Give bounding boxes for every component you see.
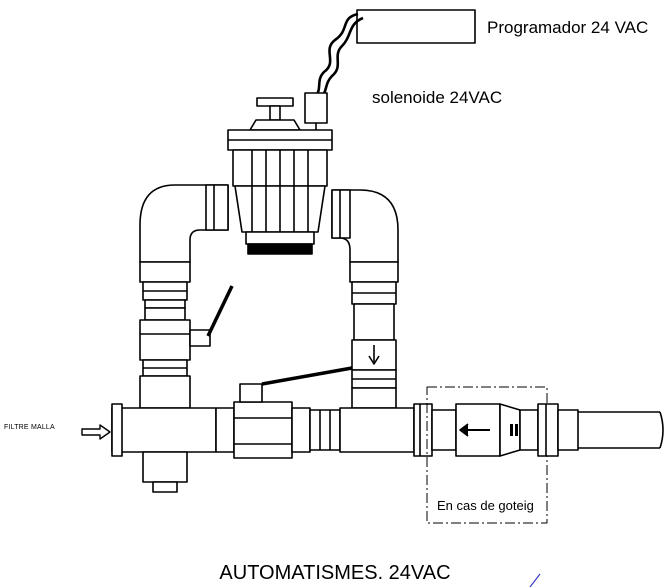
- left-ball-valve: [139, 285, 234, 377]
- drip-label: En cas de goteig: [437, 498, 534, 513]
- controller-box: [356, 9, 476, 44]
- electric-valve: [227, 129, 333, 255]
- right-elbow: [331, 189, 399, 263]
- outlet-pipe: [578, 411, 664, 449]
- bleed-handle: [249, 97, 301, 131]
- right-tee: [339, 387, 415, 453]
- bottom-union: [309, 409, 341, 451]
- left-union: [139, 261, 191, 321]
- outlet-union: [519, 403, 579, 457]
- solenoid-wires: [314, 12, 364, 100]
- left-cross-fitting: [111, 375, 217, 493]
- controller-label: Programador 24 VAC: [487, 18, 649, 37]
- inlet-arrow-icon: [81, 424, 111, 440]
- diagram-title: AUTOMATISMES. 24VAC: [219, 562, 451, 584]
- filter-label: FILTRE MALLA: [4, 424, 55, 431]
- flow-arrow-icon: [368, 345, 380, 365]
- left-elbow: [139, 184, 229, 263]
- solenoid-label: solenoide 24VAC: [372, 88, 503, 107]
- right-union: [349, 261, 399, 389]
- outlet-nut: [413, 403, 433, 457]
- bottom-ball-valve: [215, 366, 353, 459]
- pen-mark: [529, 573, 541, 587]
- check-valve: [431, 403, 521, 457]
